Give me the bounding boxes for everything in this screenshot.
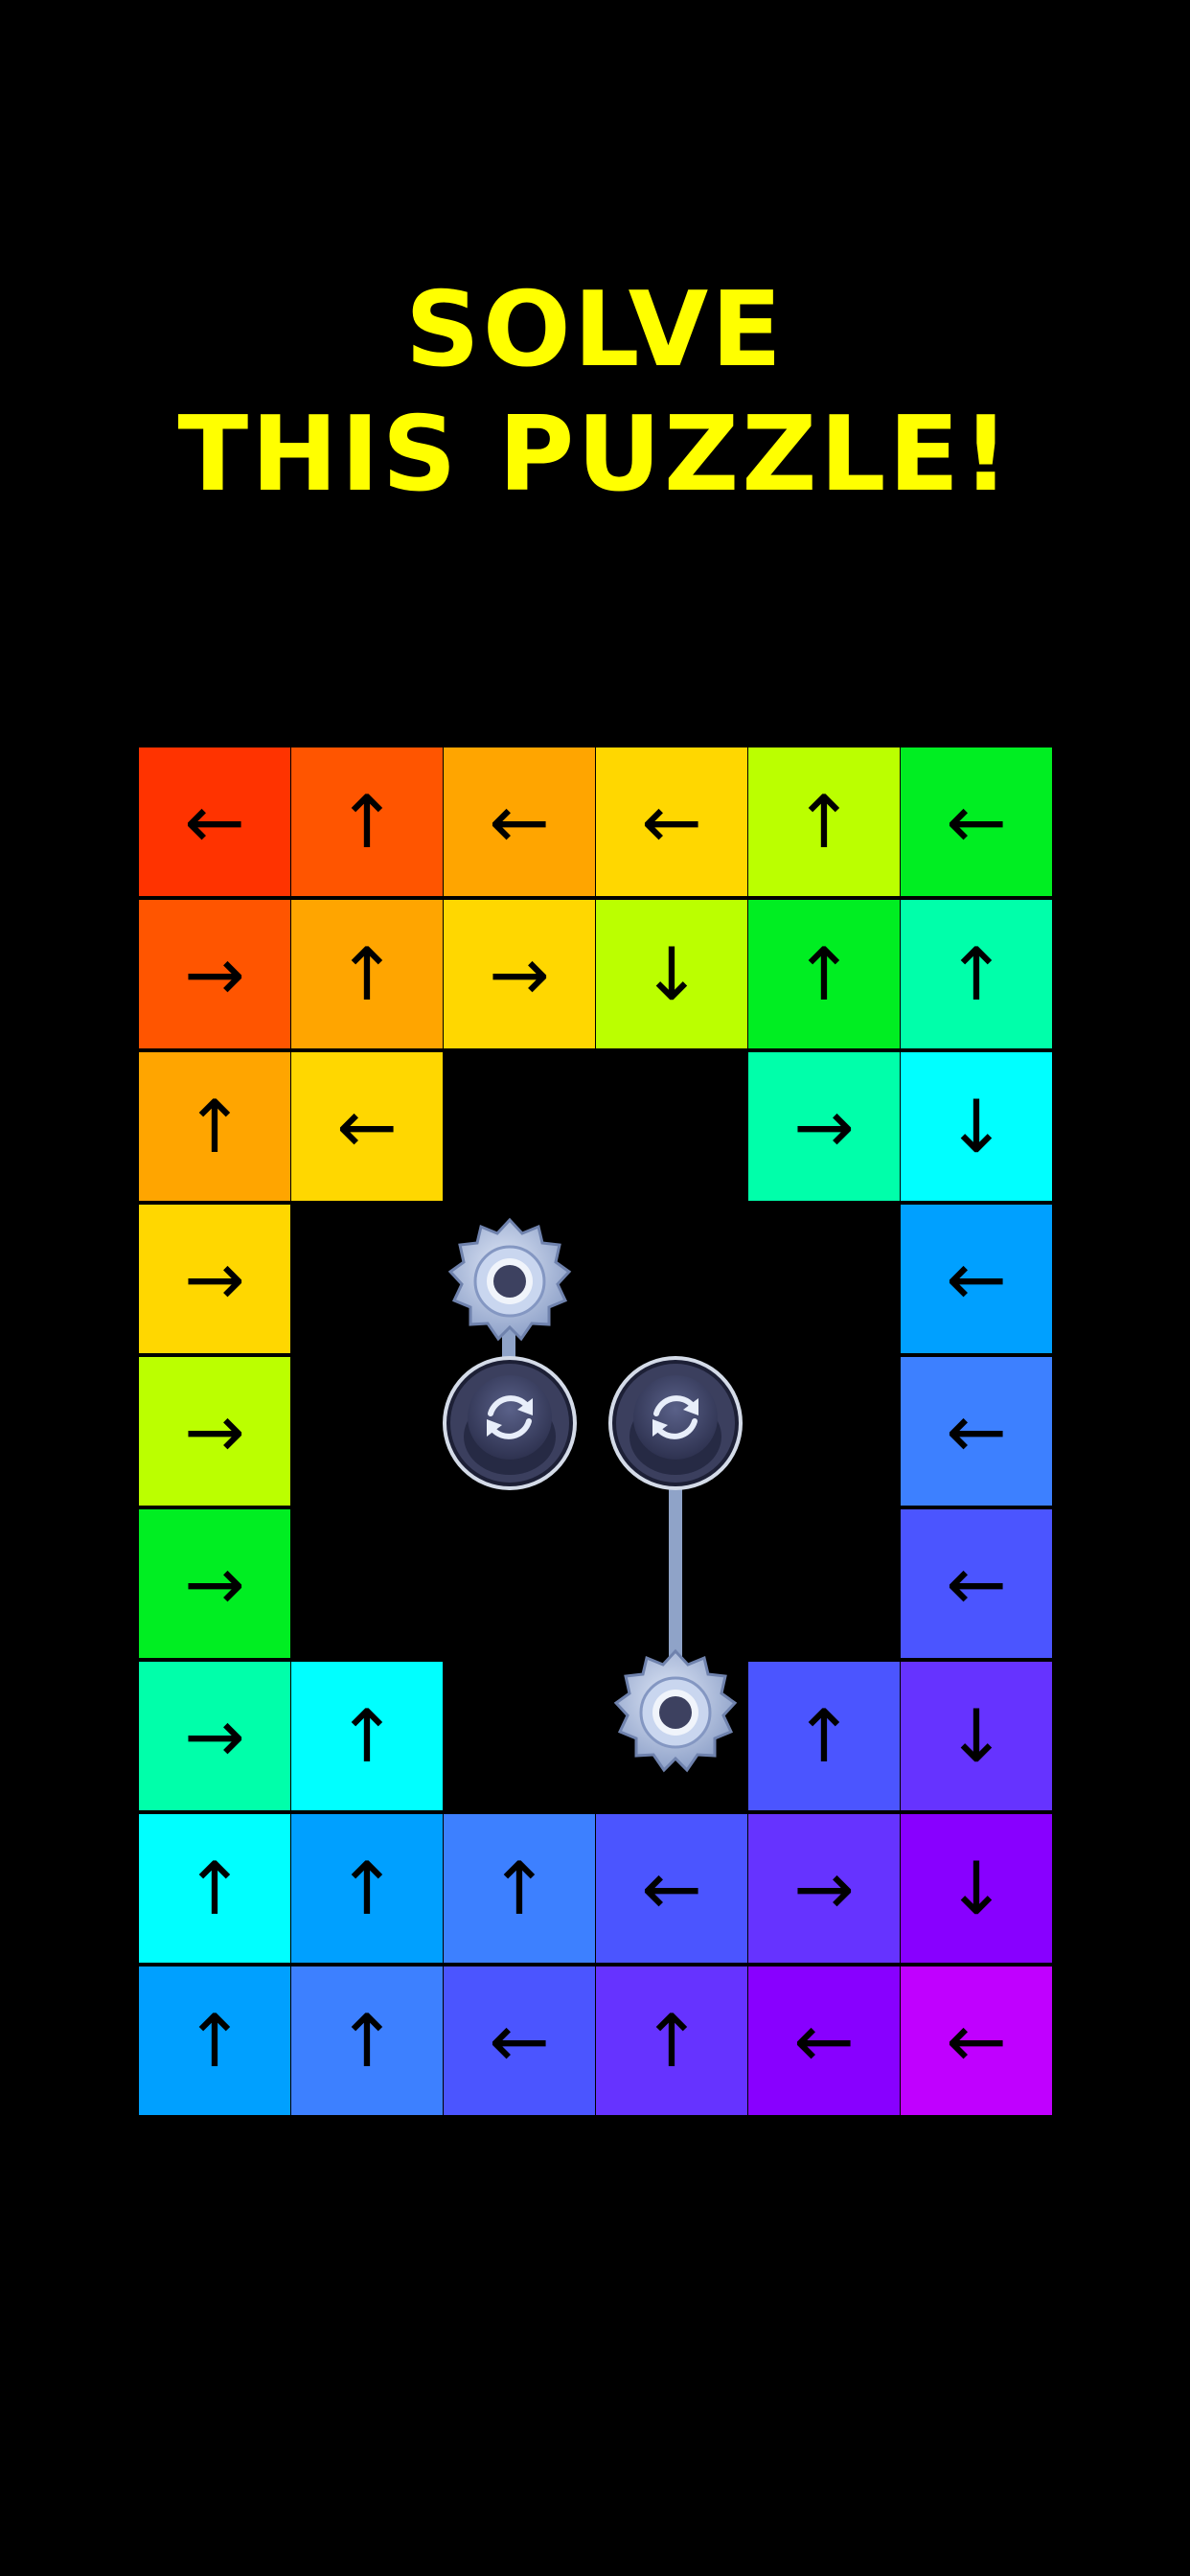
arrow-tile-right[interactable]: → (139, 900, 290, 1048)
page-title: SOLVE THIS PUZZLE! (0, 268, 1190, 518)
arrow-tile-up[interactable]: ↑ (291, 1662, 443, 1810)
arrow-up-icon: ↑ (946, 931, 1007, 1017)
arrow-left-icon: ← (946, 778, 1007, 864)
arrow-up-icon: ↑ (336, 1845, 398, 1931)
arrow-up-icon: ↑ (336, 931, 398, 1017)
arrow-tile-up[interactable]: ↑ (444, 1814, 595, 1963)
arrow-tile-left[interactable]: ← (444, 1966, 595, 2115)
arrow-tile-left[interactable]: ← (291, 1052, 443, 1201)
arrow-tile-right[interactable]: → (748, 1052, 900, 1201)
arrow-tile-right[interactable]: → (139, 1205, 290, 1353)
arrow-left-icon: ← (946, 1540, 1007, 1626)
arrow-tile-left[interactable]: ← (901, 1509, 1052, 1658)
arrow-right-icon: → (184, 1235, 245, 1322)
arrow-left-icon: ← (489, 778, 550, 864)
arrow-down-icon: ↓ (946, 1845, 1007, 1931)
arrow-left-icon: ← (946, 1997, 1007, 2083)
arrow-tile-right[interactable]: → (444, 900, 595, 1048)
arrow-tile-right[interactable]: → (139, 1509, 290, 1658)
arrow-left-icon: ← (184, 778, 245, 864)
arrow-up-icon: ↑ (336, 778, 398, 864)
arrow-down-icon: ↓ (946, 1083, 1007, 1169)
arrow-tile-left[interactable]: ← (901, 1966, 1052, 2115)
arrow-tile-left[interactable]: ← (596, 748, 747, 896)
arrow-up-icon: ↑ (489, 1845, 550, 1931)
arrow-tile-down[interactable]: ↓ (596, 900, 747, 1048)
arrow-tile-up[interactable]: ↑ (748, 1662, 900, 1810)
arrow-up-icon: ↑ (336, 1997, 398, 2083)
arrow-right-icon: → (793, 1845, 855, 1931)
arrow-tile-up[interactable]: ↑ (291, 1966, 443, 2115)
arrow-tile-up[interactable]: ↑ (291, 748, 443, 896)
arrow-down-icon: ↓ (946, 1692, 1007, 1779)
arrow-right-icon: → (184, 1540, 245, 1626)
arrow-left-icon: ← (336, 1083, 398, 1169)
arrow-right-icon: → (184, 1388, 245, 1474)
arrow-up-icon: ↑ (793, 778, 855, 864)
arrow-left-icon: ← (946, 1388, 1007, 1474)
arrow-tile-left[interactable]: ← (139, 748, 290, 896)
arrow-tile-up[interactable]: ↑ (748, 748, 900, 896)
arrow-tile-up[interactable]: ↑ (291, 1814, 443, 1963)
arrow-tile-up[interactable]: ↑ (139, 1814, 290, 1963)
arrow-tile-left[interactable]: ← (901, 1357, 1052, 1506)
arrow-tile-down[interactable]: ↓ (901, 1814, 1052, 1963)
rotate-button-right[interactable] (608, 1356, 743, 1490)
arrow-tile-up[interactable]: ↑ (901, 900, 1052, 1048)
arrow-up-icon: ↑ (641, 1997, 702, 2083)
arrow-up-icon: ↑ (793, 1692, 855, 1779)
arrow-right-icon: → (184, 931, 245, 1017)
arrow-tile-up[interactable]: ↑ (596, 1966, 747, 2115)
arrow-tile-left[interactable]: ← (748, 1966, 900, 2115)
arrow-up-icon: ↑ (184, 1845, 245, 1931)
arrow-up-icon: ↑ (336, 1692, 398, 1779)
arrow-tile-right[interactable]: → (748, 1814, 900, 1963)
arrow-tile-up[interactable]: ↑ (291, 900, 443, 1048)
arrow-left-icon: ← (946, 1235, 1007, 1322)
arrow-tile-up[interactable]: ↑ (139, 1052, 290, 1201)
arrow-left-icon: ← (641, 1845, 702, 1931)
arrow-up-icon: ↑ (184, 1997, 245, 2083)
arrow-tile-up[interactable]: ↑ (139, 1966, 290, 2115)
arrow-left-icon: ← (793, 1997, 855, 2083)
arrow-tile-right[interactable]: → (139, 1662, 290, 1810)
arrow-up-icon: ↑ (184, 1083, 245, 1169)
arrow-tile-down[interactable]: ↓ (901, 1662, 1052, 1810)
arrow-up-icon: ↑ (793, 931, 855, 1017)
arrow-tile-left[interactable]: ← (901, 1205, 1052, 1353)
arrow-tile-up[interactable]: ↑ (748, 900, 900, 1048)
arrow-tile-down[interactable]: ↓ (901, 1052, 1052, 1201)
arrow-right-icon: → (489, 931, 550, 1017)
arrow-left-icon: ← (641, 778, 702, 864)
arrow-tile-left[interactable]: ← (901, 748, 1052, 896)
arrow-tile-left[interactable]: ← (444, 748, 595, 896)
arrow-tile-right[interactable]: → (139, 1357, 290, 1506)
title-line-2: THIS PUZZLE! (177, 395, 1013, 515)
arrow-right-icon: → (184, 1692, 245, 1779)
rotate-button-left[interactable] (443, 1356, 577, 1490)
arrow-left-icon: ← (489, 1997, 550, 2083)
arrow-right-icon: → (793, 1083, 855, 1169)
arrow-down-icon: ↓ (641, 931, 702, 1017)
title-line-1: SOLVE (405, 270, 785, 390)
arrow-tile-left[interactable]: ← (596, 1814, 747, 1963)
